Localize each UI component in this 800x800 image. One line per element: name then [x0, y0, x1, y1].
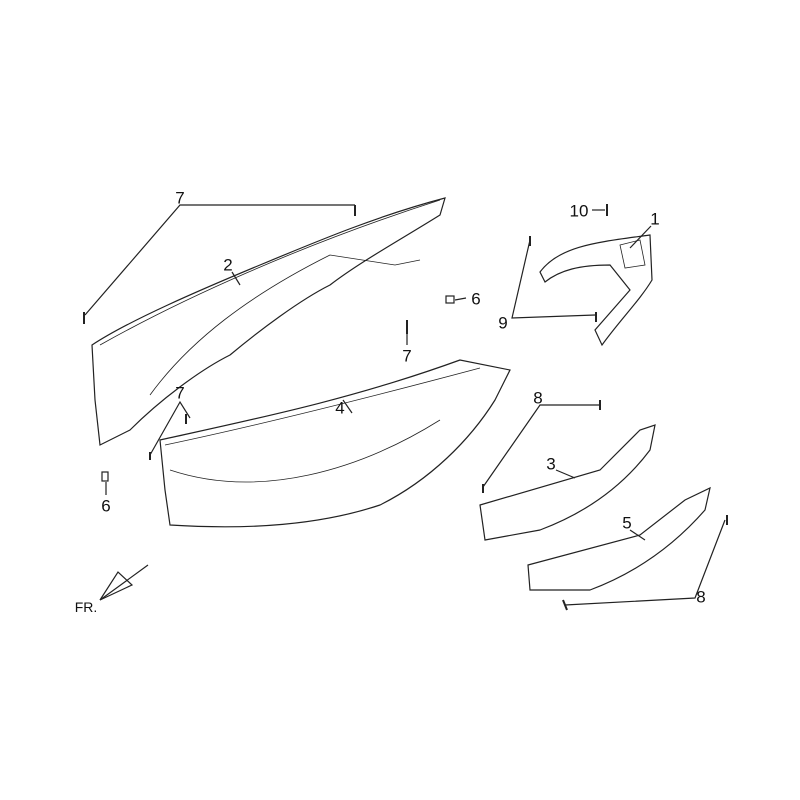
callout-8: 8 — [696, 587, 706, 607]
callout-5: 5 — [622, 513, 632, 533]
callout-1: 1 — [650, 209, 660, 229]
callout-6: 6 — [101, 496, 111, 516]
callout-6: 6 — [471, 289, 481, 309]
callout-7: 7 — [402, 346, 412, 366]
front-marker-label: FR. — [74, 599, 98, 615]
callout-7: 7 — [175, 188, 185, 208]
part-2-side-cover-upper — [91, 197, 446, 446]
callout-2: 2 — [223, 255, 233, 275]
part-3-trim-upper — [479, 424, 656, 541]
part-5-trim-lower — [527, 486, 711, 591]
part-1-rear-carrier — [539, 234, 653, 347]
callout-8: 8 — [533, 388, 543, 408]
leader-lines — [84, 204, 726, 606]
callout-3: 3 — [546, 454, 556, 474]
front-arrow-icon — [99, 564, 149, 601]
callout-7: 7 — [175, 383, 185, 403]
screws — [83, 204, 728, 611]
callout-10: 10 — [569, 201, 589, 221]
callout-4: 4 — [335, 398, 345, 418]
part-4-side-cover-lower — [159, 359, 511, 528]
callout-9: 9 — [498, 313, 508, 333]
